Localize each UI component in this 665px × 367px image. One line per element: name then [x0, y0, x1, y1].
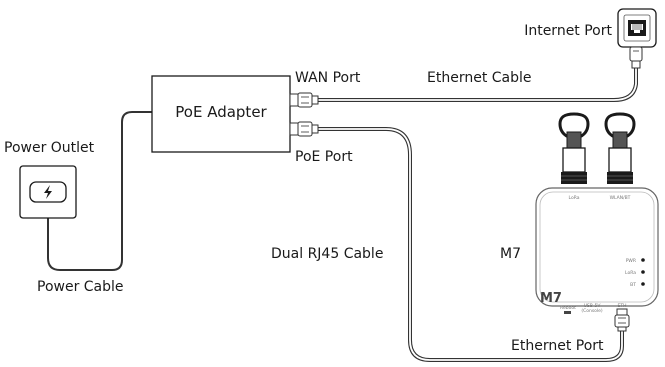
dual-rj45-cable-label: Dual RJ45 Cable: [271, 246, 383, 262]
ethernet-cable-label: Ethernet Cable: [427, 70, 532, 86]
power-cable-label: Power Cable: [37, 279, 124, 295]
rj45-socket-icon: [628, 20, 646, 36]
poe-plug: [289, 121, 319, 137]
led-lora: [641, 270, 645, 274]
lightning-icon: [44, 185, 52, 199]
led-bt: [641, 282, 645, 286]
eth-port-label: ETH: [618, 303, 627, 309]
usb-port-label-1: USB-5V: [584, 303, 602, 309]
wan-plug: [289, 92, 319, 108]
reboot-button: [564, 311, 571, 314]
antenna-wlan-bt-label: WLAN/BT: [610, 195, 631, 201]
reboot-label: Reboot: [560, 305, 576, 311]
power-cable: [47, 111, 152, 271]
antenna-wlan-bt: [604, 112, 636, 184]
antenna-lora-label: LoRa: [569, 195, 580, 201]
power-outlet: [19, 165, 77, 219]
led-pwr: [641, 258, 645, 262]
eth-plug: [614, 308, 630, 332]
usb-port-label-2: (Console): [581, 308, 603, 314]
internet-port-label: Internet Port: [524, 23, 612, 39]
led-pwr-label: PWR: [626, 258, 636, 264]
led-bt-label: BT: [630, 282, 636, 288]
ethernet-port-label: Ethernet Port: [511, 338, 604, 354]
antenna-lora: [558, 112, 590, 184]
m7-gateway: LoRa WLAN/BT PWR LoRa BT M7 Reboot USB-5…: [535, 112, 659, 332]
wan-port-label: WAN Port: [295, 70, 361, 86]
led-lora-label: LoRa: [625, 270, 636, 276]
device-brand-label: M7: [540, 291, 562, 306]
internet-port: [617, 8, 657, 69]
poe-adapter-label: PoE Adapter: [175, 103, 267, 121]
poe-adapter: PoE Adapter: [151, 75, 319, 153]
power-outlet-label: Power Outlet: [4, 140, 95, 156]
device-model-label: M7: [500, 246, 521, 262]
poe-port-label: PoE Port: [295, 149, 353, 165]
